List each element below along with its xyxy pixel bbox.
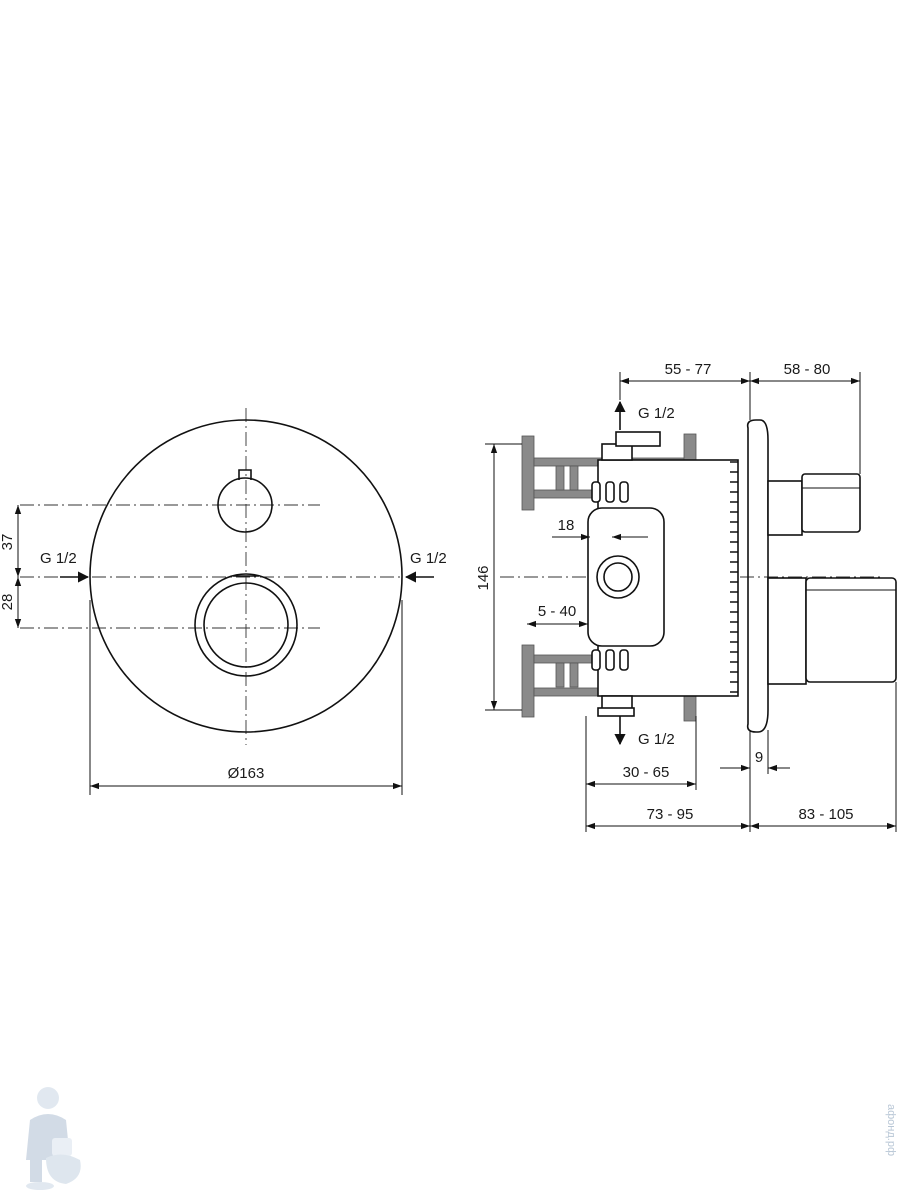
clamp-block-6 — [569, 662, 579, 688]
side-clip-bottom-1 — [591, 649, 601, 671]
plumber-mascot-icon — [26, 1087, 81, 1190]
dim-58-80-label: 58 - 80 — [784, 361, 831, 378]
dim-18-label: 18 — [558, 517, 575, 534]
watermark-text: афонд.рф — [885, 1104, 897, 1156]
side-clip-top-3 — [619, 481, 629, 503]
flow-knob-side-stem — [767, 480, 803, 536]
dim-28-label: 28 — [0, 594, 16, 611]
flow-knob-notch — [238, 469, 252, 480]
side-clip-top-2 — [605, 481, 615, 503]
cartridge-port-outer — [596, 555, 640, 599]
side-clip-top-1 — [591, 481, 601, 503]
outlet-top-label: G 1/2 — [638, 405, 675, 422]
dim-55-77-label: 55 - 77 — [665, 361, 712, 378]
outlet-fitting-bottom-cap — [597, 707, 635, 717]
thermostat-knob-side-body — [805, 577, 897, 683]
mount-flange-top — [521, 435, 535, 511]
dim-83-105-label: 83 - 105 — [798, 806, 853, 823]
dim-diameter-label: Ø163 — [228, 765, 265, 782]
dim-73-95-label: 73 - 95 — [647, 806, 694, 823]
inlet-right-label: G 1/2 — [410, 550, 447, 567]
thermostat-knob-side-stem — [767, 577, 807, 685]
housing-thread — [730, 461, 738, 693]
clamp-block-1 — [555, 465, 565, 491]
inlet-left-label: G 1/2 — [40, 550, 77, 567]
dim-146-label: 146 — [475, 565, 492, 590]
cover-plate-outline — [89, 419, 403, 733]
thermostat-knob-outer — [194, 573, 298, 677]
dim-37-label: 37 — [0, 534, 16, 551]
side-view: G 1/2 G 1/2 55 - 77 58 - 80 146 18 5 - 4… — [475, 361, 897, 832]
wall-cover-plate — [746, 419, 769, 733]
outlet-bottom-label: G 1/2 — [638, 731, 675, 748]
flow-knob-side-body — [801, 473, 861, 533]
service-opening — [587, 507, 665, 647]
thermostat-knob-inner — [203, 582, 289, 668]
dim-9-label: 9 — [755, 749, 763, 766]
side-clip-bottom-2 — [605, 649, 615, 671]
clamp-block-5 — [555, 662, 565, 688]
front-view: 37 28 G 1/2 G 1/2 Ø163 — [0, 408, 447, 795]
mount-flange-bottom — [521, 644, 535, 718]
outlet-fitting-top-cap — [615, 431, 661, 447]
clamp-block-2 — [569, 465, 579, 491]
dim-5-40-label: 5 - 40 — [538, 603, 576, 620]
cartridge-port-inner — [603, 562, 633, 592]
flow-knob-outline — [217, 477, 273, 533]
side-clip-bottom-3 — [619, 649, 629, 671]
dim-30-65-label: 30 - 65 — [623, 764, 670, 781]
